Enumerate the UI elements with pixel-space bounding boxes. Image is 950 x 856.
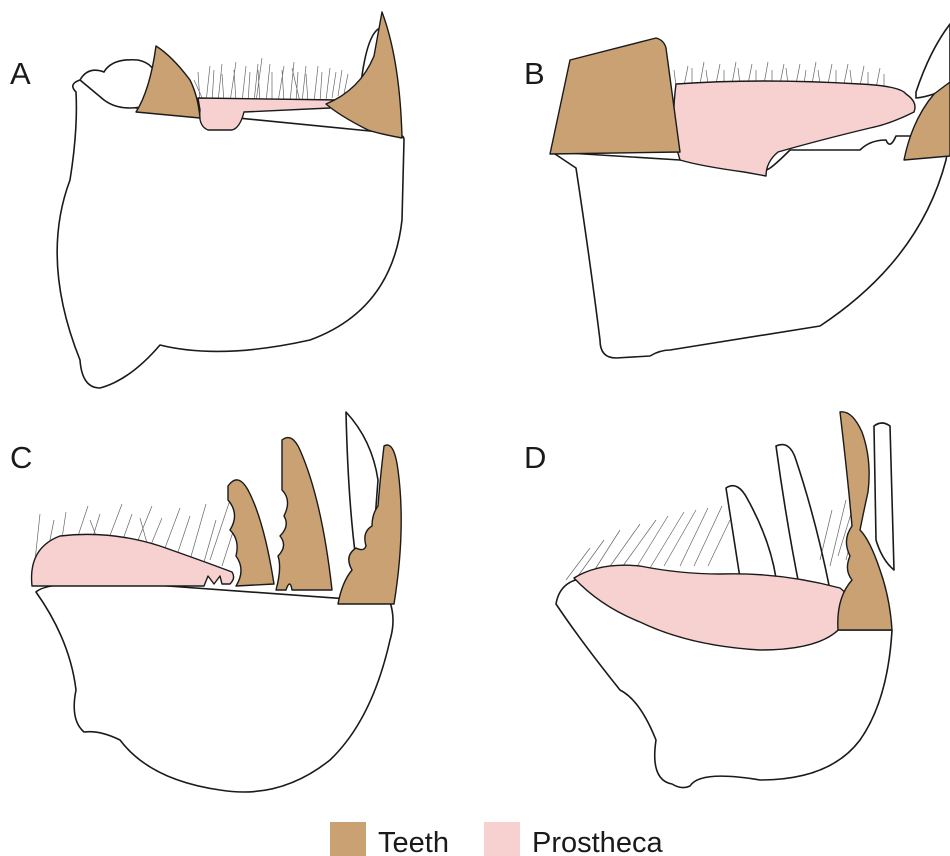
panel-d-blade-2 [776, 445, 830, 590]
panel-a-right-tooth [326, 12, 402, 138]
panel-d: D [524, 412, 894, 788]
legend-swatch-prostheca [484, 822, 520, 856]
panel-c-tooth-1 [228, 480, 274, 586]
legend-label-prostheca: Prostheca [532, 827, 663, 856]
panel-a-label: A [10, 56, 31, 91]
legend-label-teeth: Teeth [378, 827, 449, 856]
panel-a-setae [194, 58, 348, 102]
panel-b: B [524, 24, 950, 358]
panel-d-blade-1 [726, 486, 776, 578]
panel-c-mandible-body [36, 583, 393, 792]
panel-a: A [10, 12, 404, 388]
panel-d-incisor-back [874, 423, 894, 570]
legend-swatch-teeth [330, 822, 366, 856]
panel-c: C [10, 412, 401, 792]
panel-c-label: C [10, 440, 32, 475]
legend: Teeth Prostheca [330, 822, 663, 856]
panel-b-label: B [524, 56, 545, 91]
panel-c-prostheca [32, 534, 234, 586]
panel-c-tooth-2 [276, 438, 332, 590]
panel-b-left-tooth [550, 38, 680, 154]
panel-d-label: D [524, 440, 546, 475]
